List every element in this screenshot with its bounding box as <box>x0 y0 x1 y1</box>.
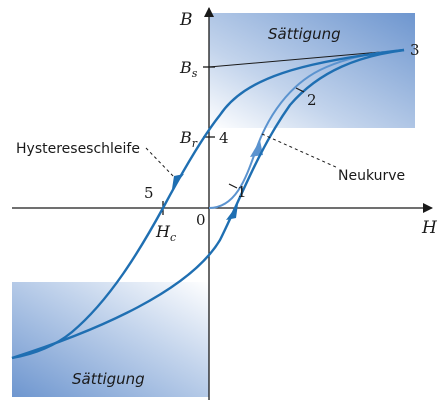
hysteresis-annotation: Hystereseschleife <box>16 141 140 157</box>
x-axis-label: H <box>421 218 438 238</box>
bs-label: Bs <box>179 58 198 80</box>
saturation-region-top <box>209 13 415 128</box>
loop-arrow-up <box>226 204 238 220</box>
point-1-tick <box>228 183 238 189</box>
hysteresis-leader <box>145 147 176 179</box>
virgin-leader <box>261 133 339 169</box>
point-2-label: 2 <box>307 91 317 109</box>
point-1-label: 1 <box>237 183 247 201</box>
point-2-tick <box>295 87 305 93</box>
origin-label: 0 <box>196 211 206 229</box>
saturation-line <box>208 49 405 68</box>
saturation-label-top: Sättigung <box>268 25 341 43</box>
saturation-label-bottom: Sättigung <box>72 370 145 388</box>
hc-label: Hc <box>155 222 176 244</box>
point-3-label: 3 <box>410 41 420 59</box>
saturation-region-bottom <box>12 282 209 397</box>
y-axis-label: B <box>179 10 193 30</box>
virgin-annotation: Neukurve <box>338 168 405 184</box>
loop-arrow-down <box>172 174 184 189</box>
br-label: Br <box>179 128 198 150</box>
virgin-curve-arrow <box>250 140 263 157</box>
hysteresis-loop-upper <box>11 48 405 360</box>
hysteresis-loop-lower <box>11 48 405 360</box>
point-4-label: 4 <box>219 129 229 147</box>
point-5-label: 5 <box>144 184 154 202</box>
